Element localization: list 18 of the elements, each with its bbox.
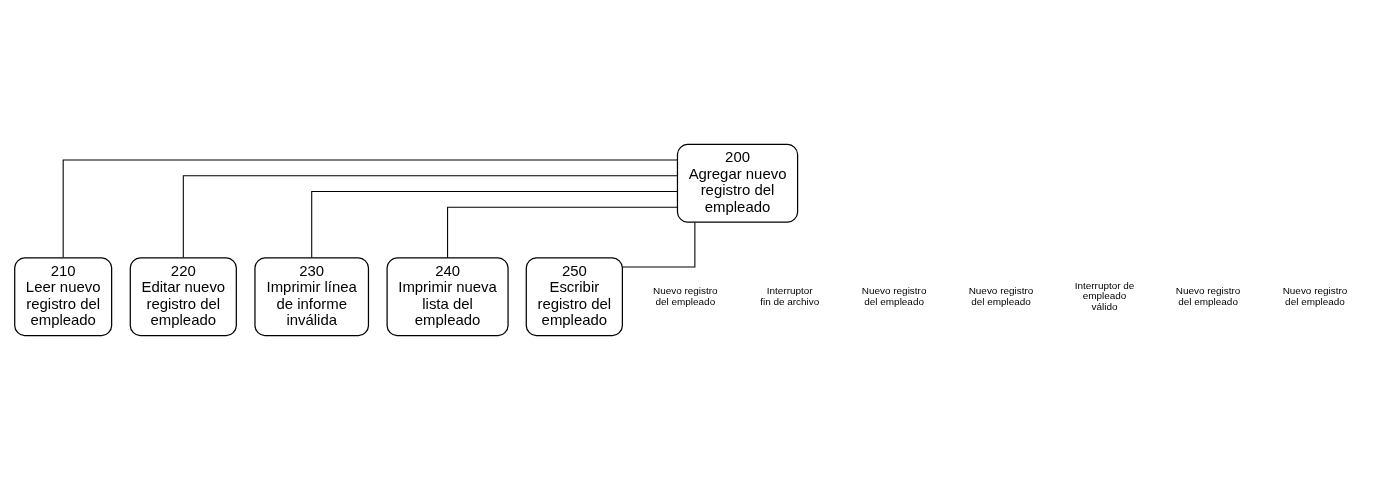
label: Nuevo registro del empleado bbox=[653, 284, 718, 307]
connector bbox=[447, 206, 678, 259]
label: Nuevo registro del empleado bbox=[861, 284, 927, 307]
node-box: 250 Escribir registro del empleado bbox=[525, 257, 623, 337]
label: Nuevo registro del empleado bbox=[968, 284, 1034, 307]
label: Nuevo registro del empleado bbox=[1175, 284, 1241, 307]
connector bbox=[182, 175, 678, 259]
connector bbox=[622, 221, 696, 268]
node-box: 210 Leer nuevo registro del empleado bbox=[14, 257, 113, 337]
label: Interruptor de empleado válido bbox=[1074, 279, 1135, 313]
label: Nuevo registro del empleado bbox=[1282, 284, 1348, 307]
node-box: 220 Editar nuevo registro del empleado bbox=[129, 257, 237, 337]
node-box: 230 Imprimir línea de informe inválida bbox=[254, 257, 370, 337]
node-box: 240 Imprimir nueva lista del empleado bbox=[386, 257, 509, 337]
connector bbox=[311, 191, 678, 259]
label: Interruptor fin de archivo bbox=[760, 284, 820, 307]
connector bbox=[62, 159, 678, 259]
node-box: 200 Agregar nuevo registro del empleado bbox=[676, 143, 799, 223]
